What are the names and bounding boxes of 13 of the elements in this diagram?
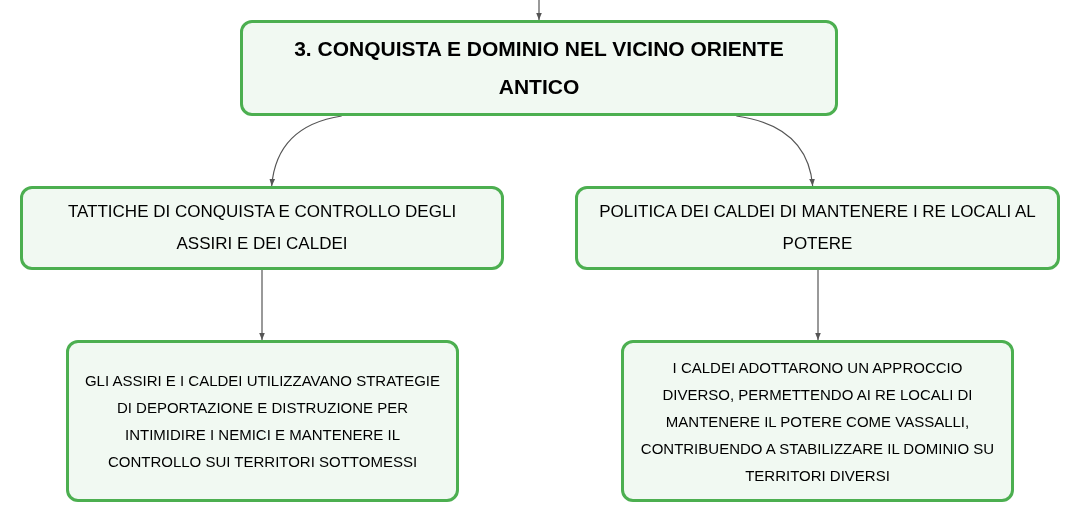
topic-box [575, 186, 1060, 270]
topic-box [66, 340, 459, 502]
topic-text: GLI ASSIRI E I CALDEI UTILIZZAVANO STRATEGIE DI DEPORTAZIONE E DISTRUZIONE PER INTIMIDIRE I NEMICI E MANTENERE IL CONTROLLO SUI TERRITORI SOTTOMESSI [83, 371, 442, 472]
topic-text: POLITICA DEI CALDEI DI MANTENERE I RE LOCALI AL POTERE [598, 201, 1037, 255]
topic-text: 3. CONQUISTA E DOMINIO NEL VICINO ORIENTE ANTICO [293, 36, 785, 100]
topic-box [621, 340, 1014, 502]
connector-arrow [815, 269, 821, 341]
topic-box [20, 186, 504, 270]
connector-arrow [259, 269, 265, 341]
connector-arrow [536, 0, 542, 21]
topic-box [240, 20, 838, 116]
topic-text: I CALDEI ADOTTARONO UN APPROCCIO DIVERSO, PERMETTENDO AI RE LOCALI DI MANTENERE IL POTERE COME VASSALLI, CONTRIBUENDO A STABILIZZARE IL DOMINIO SU TERRITORI DIVERSI [639, 357, 996, 486]
topic-text: TATTICHE DI CONQUISTA E CONTROLLO DEGLI ASSIRI E DEI CALDEI [66, 201, 458, 255]
